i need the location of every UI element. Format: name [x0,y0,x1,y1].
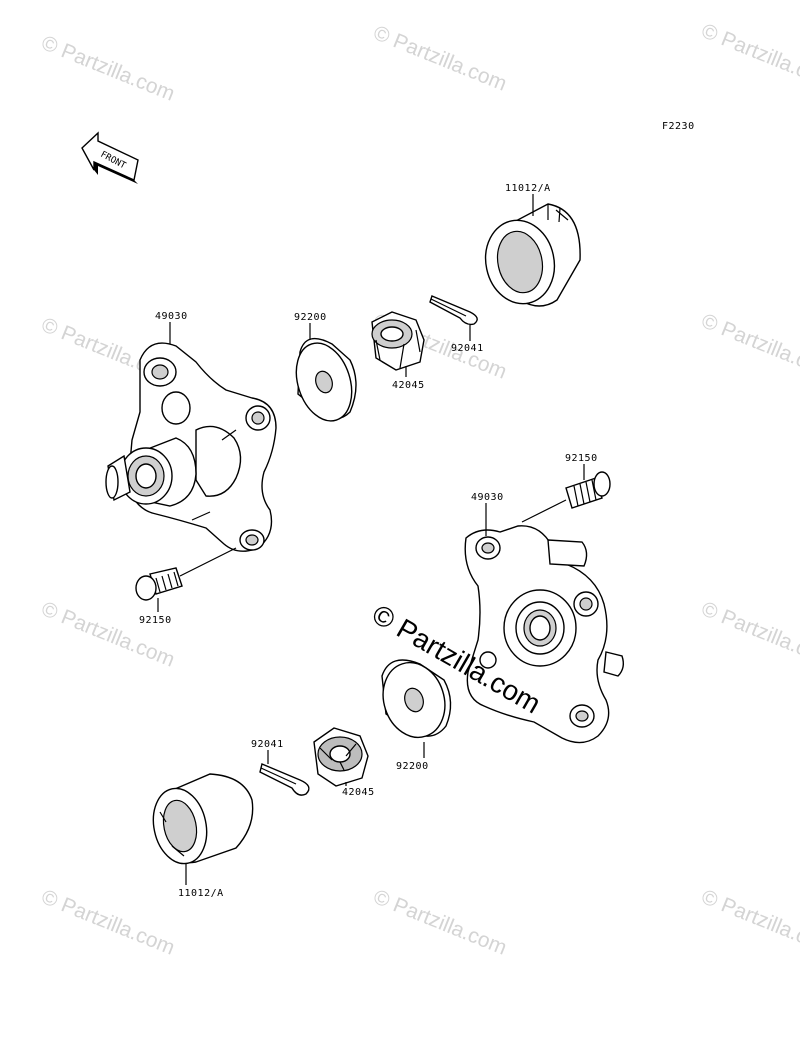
label-pin-bottom: 92041 [251,739,284,750]
cap-top [484,203,581,307]
label-bolt-left: 92150 [139,615,172,626]
watermark: © Partzilla.com [698,597,800,671]
watermark: © Partzilla.com [38,31,178,105]
hub-left [105,342,277,552]
nut-bottom [313,727,369,787]
nut-top [371,311,425,371]
front-arrow-icon: FRONT [81,131,139,184]
label-hub-left: 49030 [155,311,188,322]
hub-right [464,525,625,744]
watermark: © Partzilla.com [698,885,800,959]
cap-bottom [152,773,254,865]
watermark: © Partzilla.com [698,19,800,93]
label-hub-right: 49030 [471,492,504,503]
pin-bottom [259,763,310,796]
watermark: © Partzilla.com [370,21,510,95]
label-cap-bottom: 11012/A [178,888,224,899]
watermark: © Partzilla.com [38,885,178,959]
bolt-left [135,567,183,601]
seal-top [295,337,357,422]
label-seal-top: 92200 [294,312,327,323]
figure-code: F2230 [662,121,695,132]
seal-bottom [381,659,452,739]
bolt-right [565,471,611,509]
watermark: © Partzilla.com [370,885,510,959]
assembly-line [521,499,567,523]
label-nut-top: 42045 [392,380,425,391]
label-seal-bottom: 92200 [396,761,429,772]
pin-top [429,295,478,326]
label-cap-top: 11012/A [505,183,551,194]
watermark: © Partzilla.com [38,597,178,671]
assembly-line [179,547,237,577]
label-bolt-right: 92150 [565,453,598,464]
label-nut-bottom: 42045 [342,787,375,798]
label-pin-top: 92041 [451,343,484,354]
watermark: © Partzilla.com [698,309,800,383]
